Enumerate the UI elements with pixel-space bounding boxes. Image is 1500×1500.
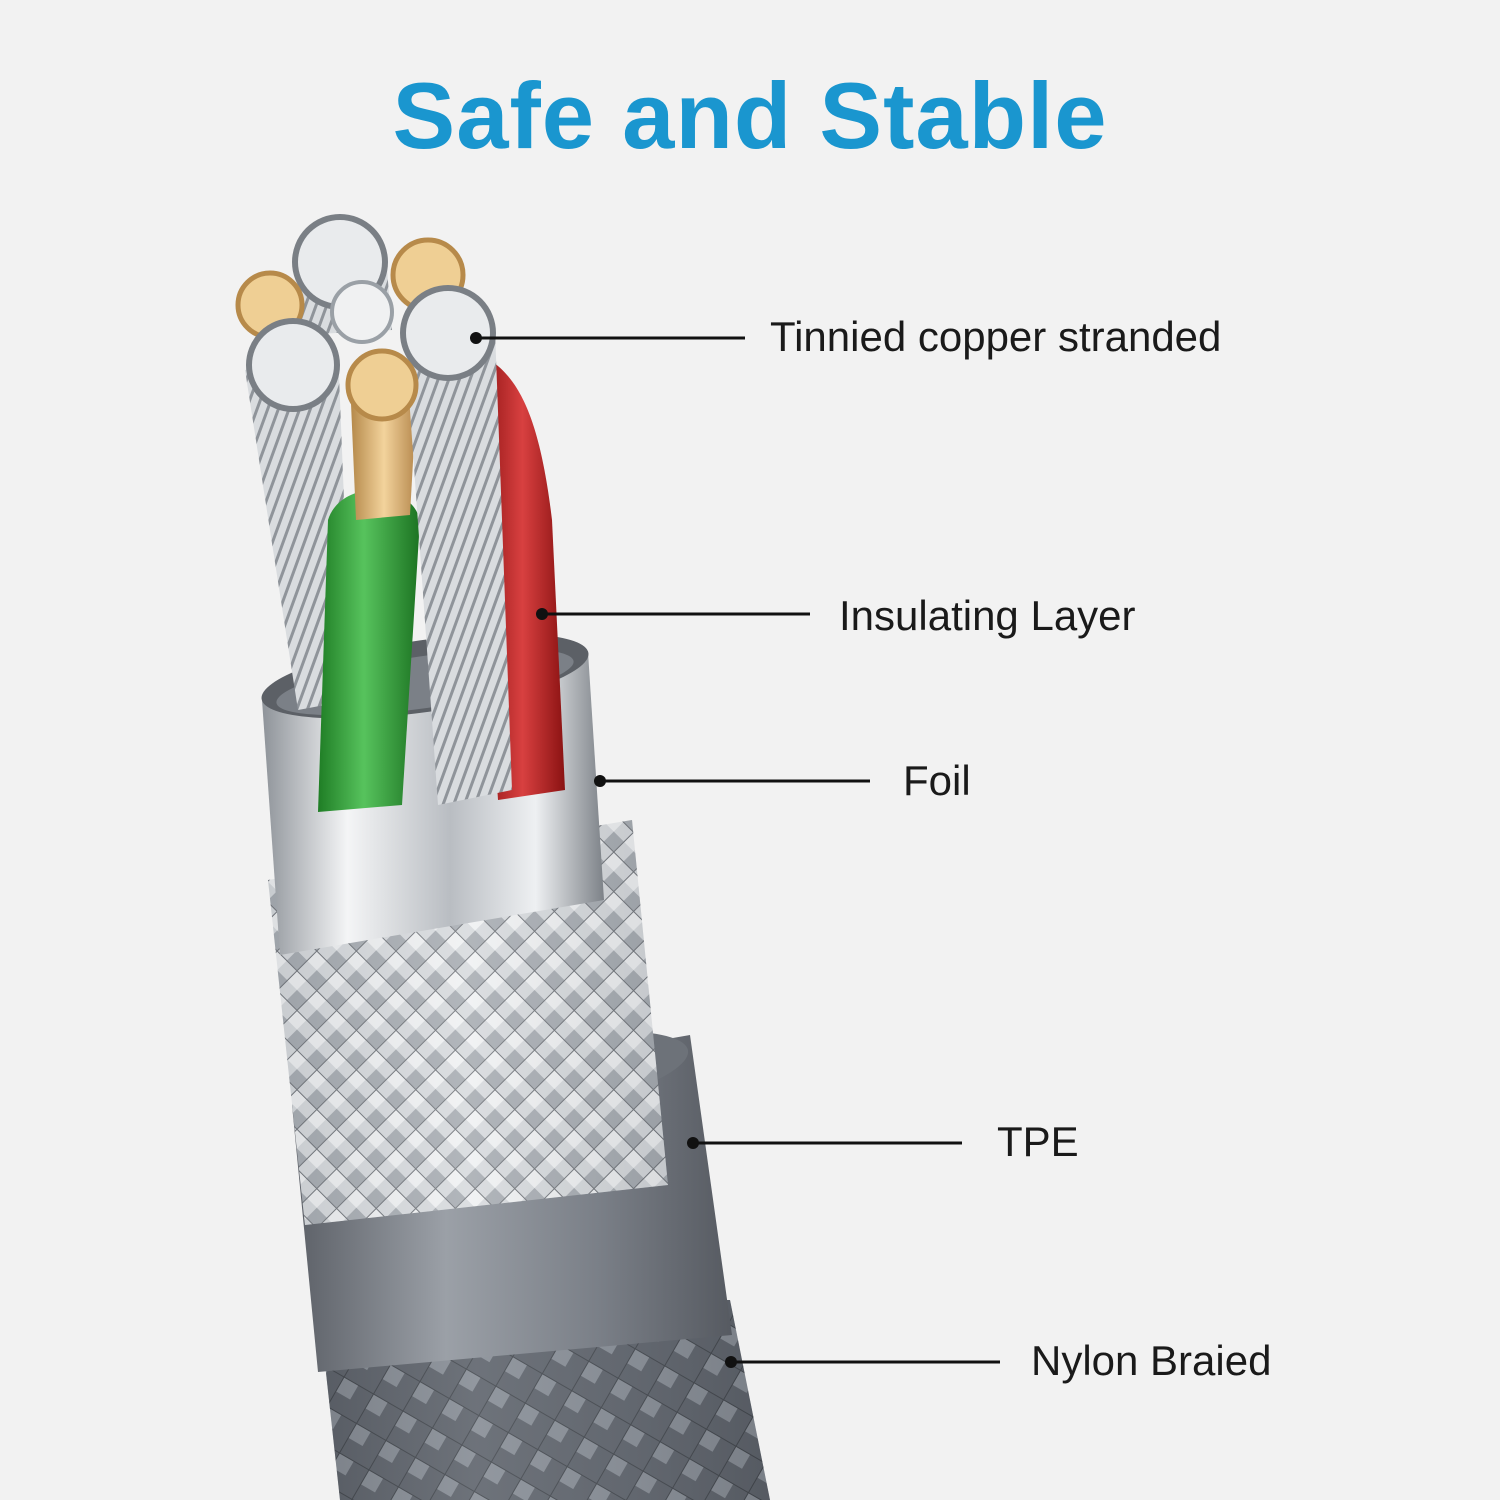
label-tpe: TPE: [997, 1118, 1079, 1165]
label-insulating-layer: Insulating Layer: [839, 592, 1136, 639]
conductor-end-caps: [235, 214, 496, 422]
label-tinned-copper: Tinnied copper stranded: [770, 313, 1222, 360]
leader-dot-insulating: [536, 608, 548, 620]
page-title: Safe and Stable: [392, 63, 1108, 168]
leader-dot-tpe: [687, 1137, 699, 1149]
label-foil: Foil: [903, 757, 971, 804]
leader-dot-nylon: [725, 1356, 737, 1368]
leader-dot-copper: [470, 332, 482, 344]
silver-wire-right: [405, 330, 512, 805]
label-nylon-braided: Nylon Braied: [1031, 1337, 1272, 1384]
callout-leaders: [476, 336, 1000, 1364]
leader-dot-foil: [594, 775, 606, 787]
